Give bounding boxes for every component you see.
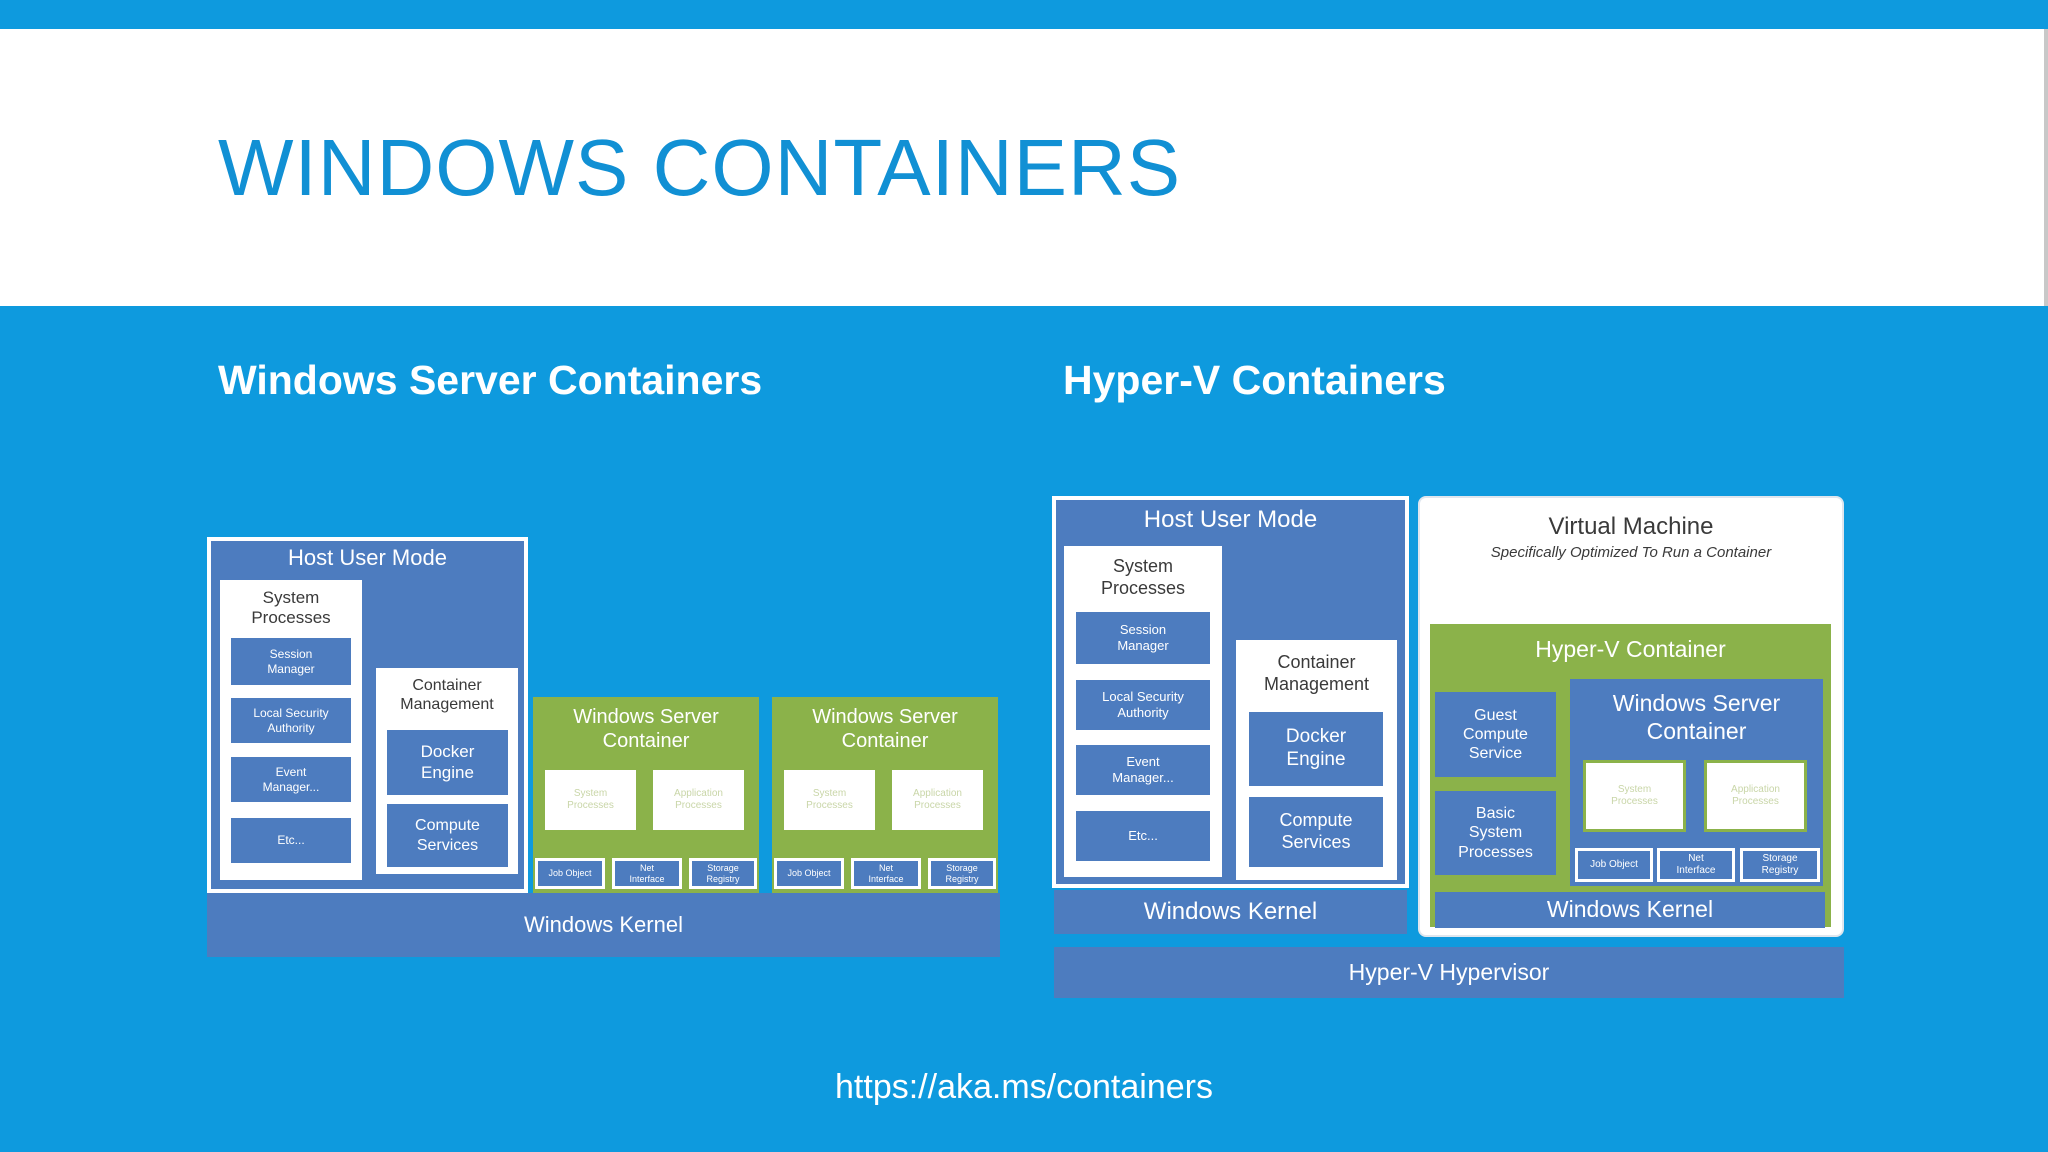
system-processes-label: System Processes bbox=[567, 788, 614, 811]
system-processes-label: System Processes bbox=[806, 788, 853, 811]
application-processes-label: Application Processes bbox=[913, 788, 962, 811]
net-interface-label: Net Interface bbox=[629, 862, 665, 884]
application-processes-box: Application Processes bbox=[892, 770, 983, 830]
host-user-mode-label: Host User Mode bbox=[288, 545, 447, 570]
title-band bbox=[0, 29, 2048, 306]
windows-server-container-label: Windows Server Container bbox=[1612, 690, 1781, 744]
hyper-v-container-label: Hyper-V Container bbox=[1535, 636, 1726, 662]
job-object-box: Job Object bbox=[774, 858, 844, 889]
top-accent-bar bbox=[0, 0, 2048, 29]
windows-kernel-label: Windows Kernel bbox=[1143, 897, 1318, 925]
job-object-label: Job Object bbox=[548, 868, 592, 879]
local-security-authority-label: Local Security Authority bbox=[253, 706, 329, 735]
docker-engine-box: Docker Engine bbox=[387, 730, 508, 795]
compute-services-box: Compute Services bbox=[1249, 797, 1383, 867]
virtual-machine-subtitle: Specifically Optimized To Run a Containe… bbox=[1490, 544, 1772, 561]
etc-box: Etc... bbox=[1076, 811, 1210, 861]
session-manager-label: Session Manager bbox=[267, 647, 315, 676]
system-processes-box: System Processes bbox=[784, 770, 875, 830]
event-manager-label: Event Manager... bbox=[1112, 754, 1174, 785]
hyper-v-hypervisor-box: Hyper-V Hypervisor bbox=[1054, 947, 1844, 998]
session-manager-box: Session Manager bbox=[1076, 612, 1210, 664]
compute-services-label: Compute Services bbox=[415, 817, 480, 854]
net-interface-label: Net Interface bbox=[868, 862, 904, 884]
vm-windows-kernel-label: Windows Kernel bbox=[1546, 896, 1714, 923]
application-processes-box: Application Processes bbox=[653, 770, 744, 830]
system-processes-label: System Processes bbox=[1611, 784, 1658, 807]
storage-registry-box: Storage Registry bbox=[1740, 848, 1820, 882]
compute-services-label: Compute Services bbox=[1279, 810, 1353, 852]
slide-title: WINDOWS CONTAINERS bbox=[218, 123, 1182, 212]
job-object-box: Job Object bbox=[1575, 848, 1653, 882]
container-management-label: Container Management bbox=[400, 677, 494, 714]
windows-kernel-box: Windows Kernel bbox=[1054, 890, 1407, 934]
basic-system-processes-box: Basic System Processes bbox=[1435, 791, 1556, 875]
windows-kernel-label: Windows Kernel bbox=[524, 911, 683, 937]
net-interface-box: Net Interface bbox=[851, 858, 921, 889]
windows-server-container-label: Windows Server Container bbox=[573, 706, 719, 752]
system-processes-label: System Processes bbox=[1100, 556, 1186, 598]
compute-services-box: Compute Services bbox=[387, 804, 508, 867]
local-security-authority-box: Local Security Authority bbox=[231, 698, 351, 743]
heading-hyper-v-containers: Hyper-V Containers bbox=[1063, 357, 1446, 403]
system-processes-label: System Processes bbox=[251, 588, 331, 628]
container-management-label: Container Management bbox=[1263, 652, 1370, 694]
guest-compute-service-label: Guest Compute Service bbox=[1463, 706, 1528, 763]
system-processes-box: System Processes bbox=[545, 770, 636, 830]
guest-compute-service-box: Guest Compute Service bbox=[1435, 692, 1556, 777]
storage-registry-label: Storage Registry bbox=[1761, 853, 1799, 876]
event-manager-box: Event Manager... bbox=[1076, 745, 1210, 795]
windows-server-container-label: Windows Server Container bbox=[812, 706, 958, 752]
session-manager-box: Session Manager bbox=[231, 638, 351, 685]
basic-system-processes-label: Basic System Processes bbox=[1458, 805, 1533, 861]
session-manager-label: Session Manager bbox=[1117, 622, 1169, 653]
title-band-edge bbox=[2044, 29, 2048, 306]
net-interface-box: Net Interface bbox=[1657, 848, 1735, 882]
etc-label: Etc... bbox=[1128, 828, 1158, 844]
application-processes-label: Application Processes bbox=[674, 788, 723, 811]
net-interface-label: Net Interface bbox=[1676, 853, 1716, 876]
application-processes-box: Application Processes bbox=[1704, 760, 1807, 832]
vm-windows-kernel-box: Windows Kernel bbox=[1435, 892, 1825, 928]
event-manager-label: Event Manager... bbox=[262, 765, 320, 794]
virtual-machine-label: Virtual Machine bbox=[1548, 513, 1714, 540]
docker-engine-label: Docker Engine bbox=[1285, 726, 1347, 770]
application-processes-label: Application Processes bbox=[1731, 784, 1780, 807]
host-user-mode-label: Host User Mode bbox=[1143, 506, 1318, 533]
etc-box: Etc... bbox=[231, 818, 351, 863]
storage-registry-label: Storage Registry bbox=[706, 862, 740, 884]
docker-engine-label: Docker Engine bbox=[420, 742, 475, 782]
reference-url[interactable]: https://aka.ms/containers bbox=[835, 1068, 1213, 1106]
local-security-authority-label: Local Security Authority bbox=[1102, 689, 1184, 720]
job-object-box: Job Object bbox=[535, 858, 605, 889]
job-object-label: Job Object bbox=[1590, 859, 1638, 870]
etc-label: Etc... bbox=[277, 833, 305, 848]
storage-registry-box: Storage Registry bbox=[689, 858, 757, 889]
local-security-authority-box: Local Security Authority bbox=[1076, 680, 1210, 730]
storage-registry-box: Storage Registry bbox=[928, 858, 996, 889]
hyper-v-hypervisor-label: Hyper-V Hypervisor bbox=[1348, 958, 1550, 985]
heading-windows-server-containers: Windows Server Containers bbox=[218, 357, 763, 403]
windows-kernel-box: Windows Kernel bbox=[207, 893, 1000, 957]
storage-registry-label: Storage Registry bbox=[945, 862, 979, 884]
docker-engine-box: Docker Engine bbox=[1249, 712, 1383, 786]
event-manager-box: Event Manager... bbox=[231, 757, 351, 802]
job-object-label: Job Object bbox=[787, 868, 831, 879]
system-processes-box: System Processes bbox=[1583, 760, 1686, 832]
net-interface-box: Net Interface bbox=[612, 858, 682, 889]
